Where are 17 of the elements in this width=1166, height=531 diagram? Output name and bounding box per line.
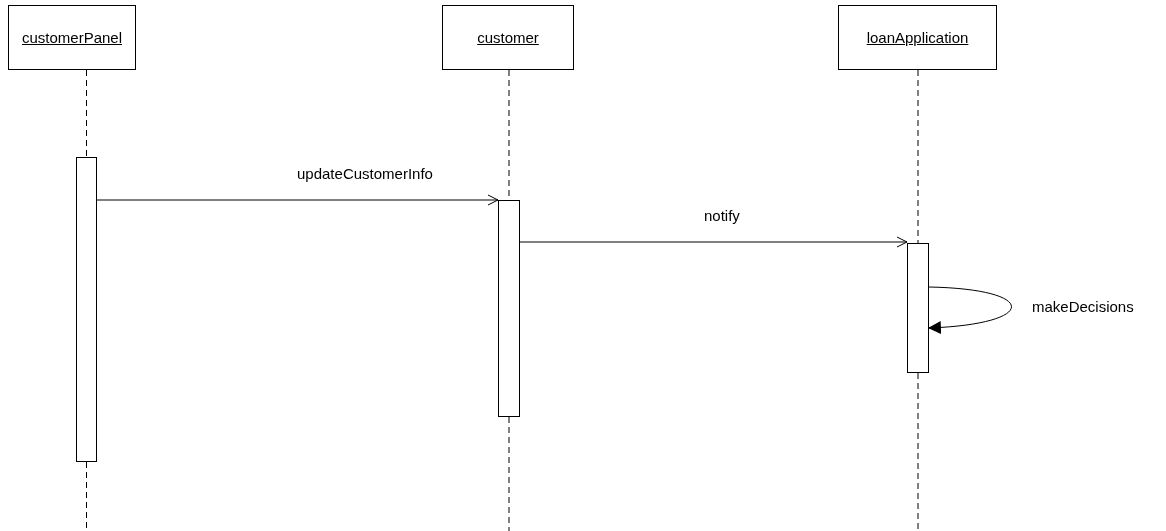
- object-name: customerPanel: [21, 29, 123, 46]
- object-name: customer: [477, 29, 539, 46]
- activation-bar: [498, 200, 520, 417]
- self-message-arrow: [927, 286, 1012, 334]
- lifeline: [86, 69, 87, 158]
- message-arrow: [96, 194, 499, 206]
- lifeline-head-box: [8, 5, 136, 70]
- activation-bar: [76, 157, 97, 462]
- message-arrow: [519, 236, 908, 248]
- message-label: makeDecisions: [1030, 298, 1136, 315]
- object-name: loanApplication: [866, 29, 969, 46]
- lifeline-head-box: [838, 5, 997, 70]
- lifeline: [917, 69, 919, 244]
- message-label: updateCustomerInfo: [295, 165, 435, 182]
- message-label: notify: [702, 207, 742, 224]
- lifeline-head-box: [442, 5, 574, 70]
- activation-bar: [907, 243, 929, 373]
